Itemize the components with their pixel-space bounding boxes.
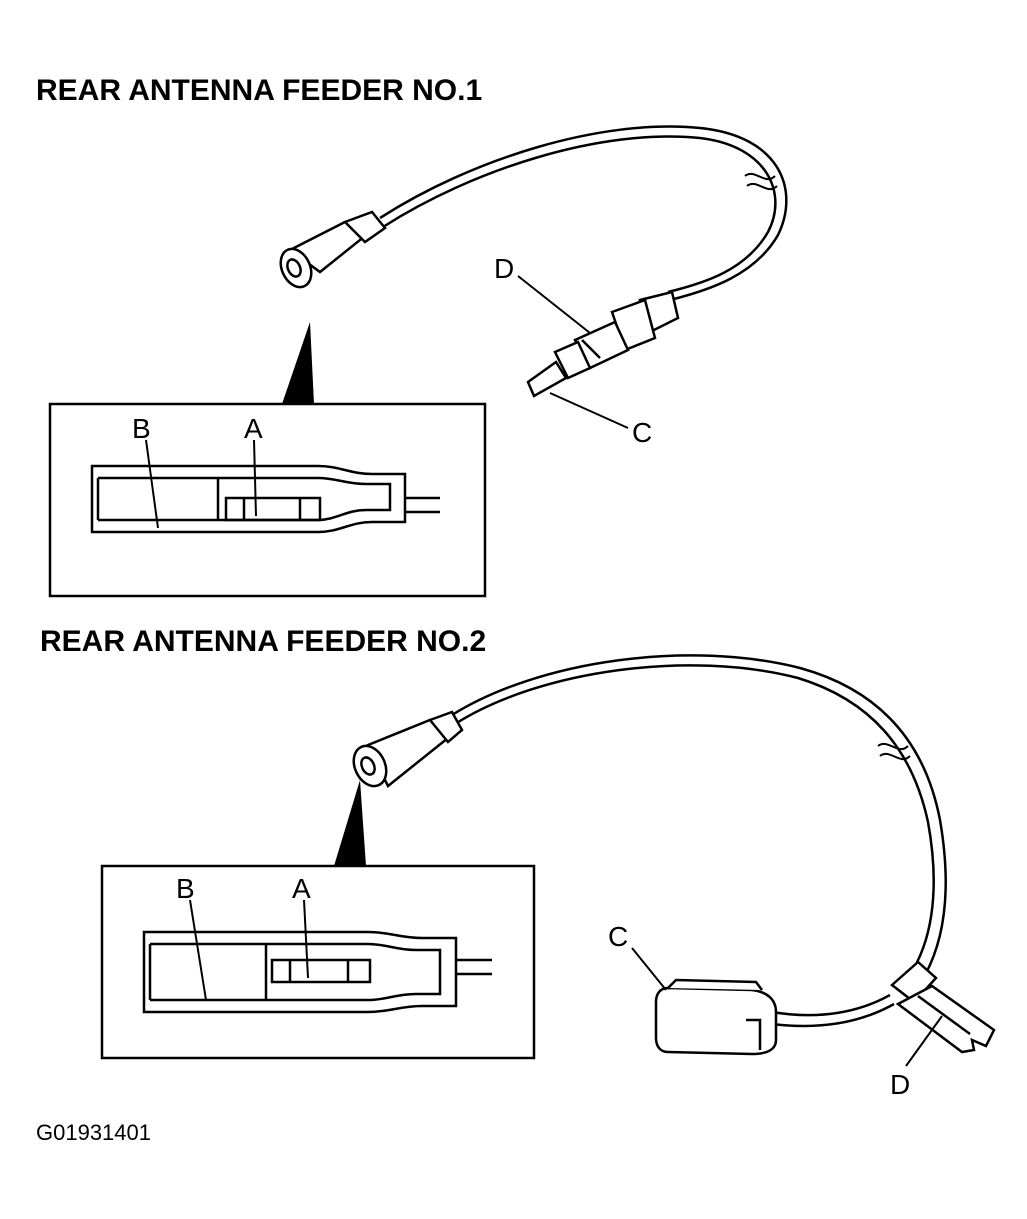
feeder-1-inset-a-leader: [253, 439, 257, 517]
feeder-1-inset-label-a: A: [244, 413, 263, 444]
callout-d-leader-2: [905, 1015, 943, 1067]
feeder-2-connector-box: [654, 978, 778, 1056]
callout-c-leader-1: [549, 392, 629, 429]
feeder-1-male-connector: [526, 290, 680, 398]
feeder-2-clip: [890, 960, 996, 1054]
feeder-2: REAR ANTENNA FEEDER NO.2: [40, 625, 996, 1100]
callout-d-leader-1: [517, 275, 591, 334]
feeder-1-female-connector: [279, 210, 387, 289]
feeder-1-inset-label-b: B: [132, 413, 151, 444]
feeder-2-female-connector: [352, 710, 464, 788]
feeder-2-cable: [451, 654, 947, 1028]
feeder-2-inset-b-leader: [189, 899, 207, 1001]
feeder-1-inset-b-leader: [145, 439, 159, 529]
feeder-2-label-c: C: [608, 921, 628, 952]
feeder-1-label-d: D: [494, 253, 514, 284]
figure-code: G01931401: [36, 1120, 151, 1145]
feeder-2-callouts: [631, 947, 943, 1067]
feeder-2-label-d: D: [890, 1069, 910, 1100]
feeder-2-inset: B A: [100, 864, 536, 1060]
feeder-2-title: REAR ANTENNA FEEDER NO.2: [40, 625, 486, 658]
feeder-1-title: REAR ANTENNA FEEDER NO.1: [36, 74, 482, 107]
feeder-1-label-c: C: [632, 417, 652, 448]
feeder-1-inset: B A: [48, 402, 487, 598]
feeder-1: REAR ANTENNA FEEDER NO.1: [36, 74, 788, 598]
feeder-1-inset-pointer: [282, 322, 314, 404]
callout-c-leader-2: [631, 947, 667, 991]
feeder-2-inset-pointer: [334, 780, 366, 866]
feeder-2-inset-label-a: A: [292, 873, 311, 904]
feeder-1-callouts: [517, 275, 629, 429]
feeder-2-inset-label-b: B: [176, 873, 195, 904]
feeder-2-inset-a-leader: [303, 899, 309, 979]
feeder-1-cable: [379, 125, 788, 302]
